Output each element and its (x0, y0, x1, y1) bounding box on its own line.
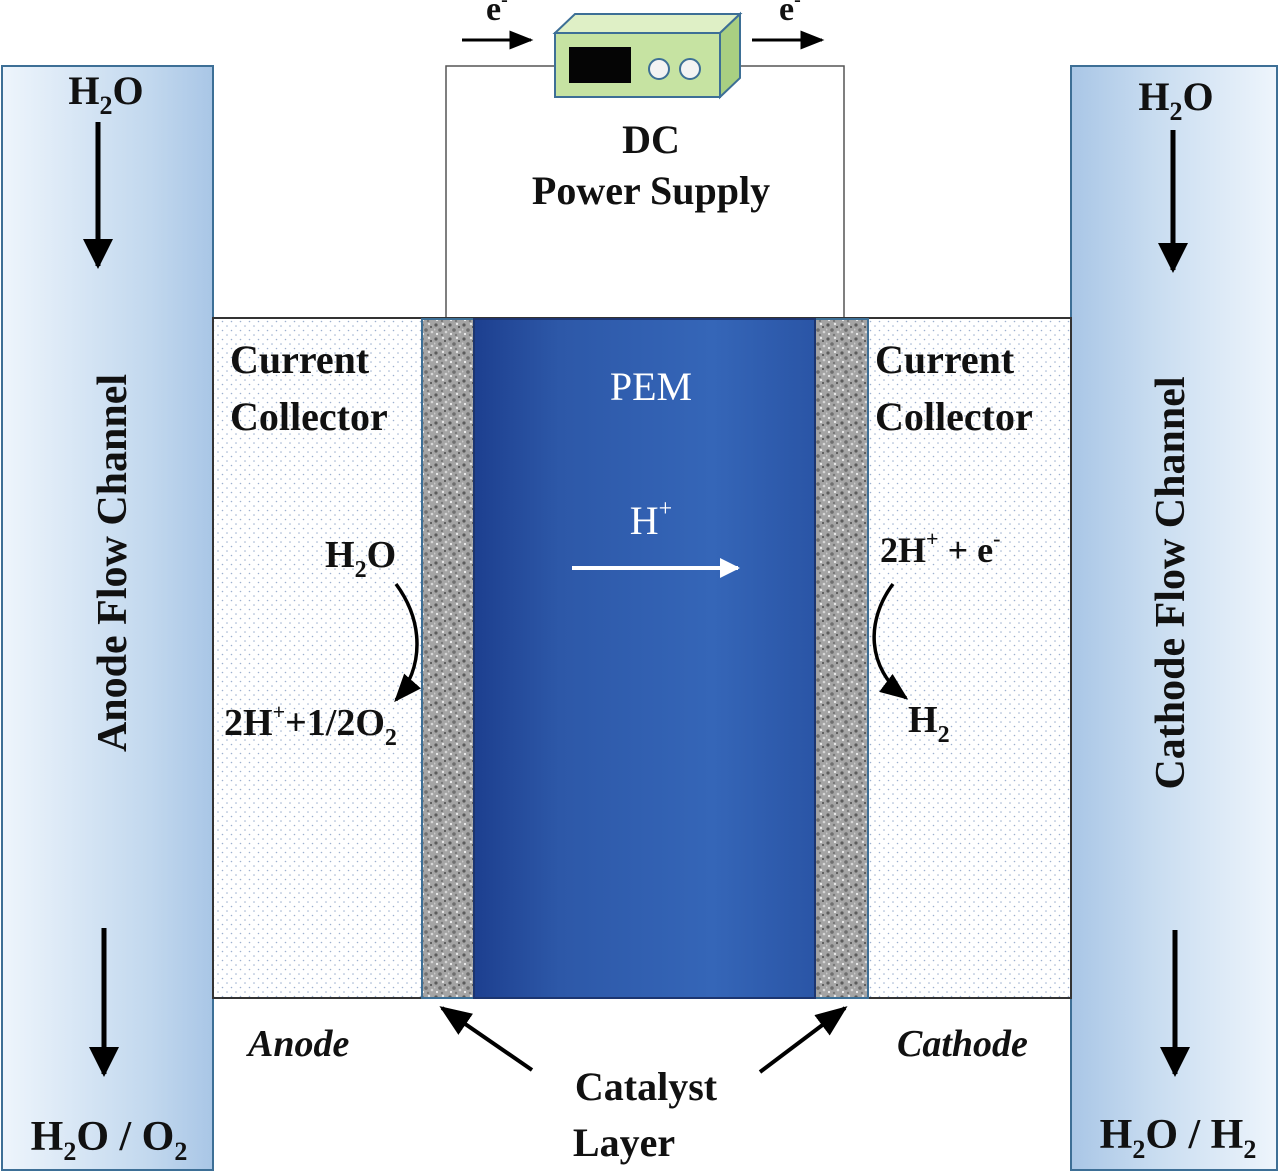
catalyst-label-line2: Layer (573, 1120, 675, 1165)
electron-label-left: e- (486, 0, 508, 28)
anode-label: Anode (246, 1023, 349, 1065)
cathode-reaction-arrow (872, 582, 909, 700)
anode-outlet-label: H2O / O2 (31, 1114, 188, 1166)
cathode-channel-title: Cathode Flow Channel (1148, 376, 1194, 789)
anode-collector-label-line1: Current (230, 337, 370, 382)
circuit-wire (740, 65, 845, 318)
catalyst-pointer-left (439, 1006, 534, 1072)
cathode-collector-label-line1: Current (875, 337, 1015, 382)
cathode-product-label: H2 (908, 699, 950, 748)
anode-reaction-arrow (394, 582, 422, 703)
power-supply-label-line2: Power Supply (532, 168, 770, 213)
cathode-catalyst-layer (814, 318, 869, 999)
anode-reactant-label: H2O (325, 534, 396, 583)
power-supply-icon (552, 11, 743, 100)
catalyst-label-line1: Catalyst (575, 1064, 718, 1109)
catalyst-pointer-right (758, 1006, 848, 1074)
pem-label: PEM (610, 364, 692, 409)
anode-channel-title: Anode Flow Channel (90, 374, 136, 752)
anode-catalyst-layer (421, 318, 475, 999)
cathode-label: Cathode (897, 1023, 1028, 1065)
anode-inlet-label: H2O (68, 68, 143, 120)
electron-label-right: e- (779, 0, 801, 28)
cathode-outlet-label: H2O / H2 (1100, 1112, 1257, 1164)
power-supply-label-line1: DC (622, 117, 680, 162)
anode-collector-label-line2: Collector (230, 394, 388, 439)
cathode-reactant-label: 2H+ + e- (880, 526, 1000, 570)
cathode-collector-label-line2: Collector (875, 394, 1033, 439)
anode-product-label: 2H++1/2O2 (224, 699, 397, 751)
circuit-wire (445, 65, 556, 318)
proton-label: H+ (630, 496, 672, 543)
pem-membrane (473, 318, 816, 999)
cathode-inlet-label: H2O (1138, 74, 1213, 126)
